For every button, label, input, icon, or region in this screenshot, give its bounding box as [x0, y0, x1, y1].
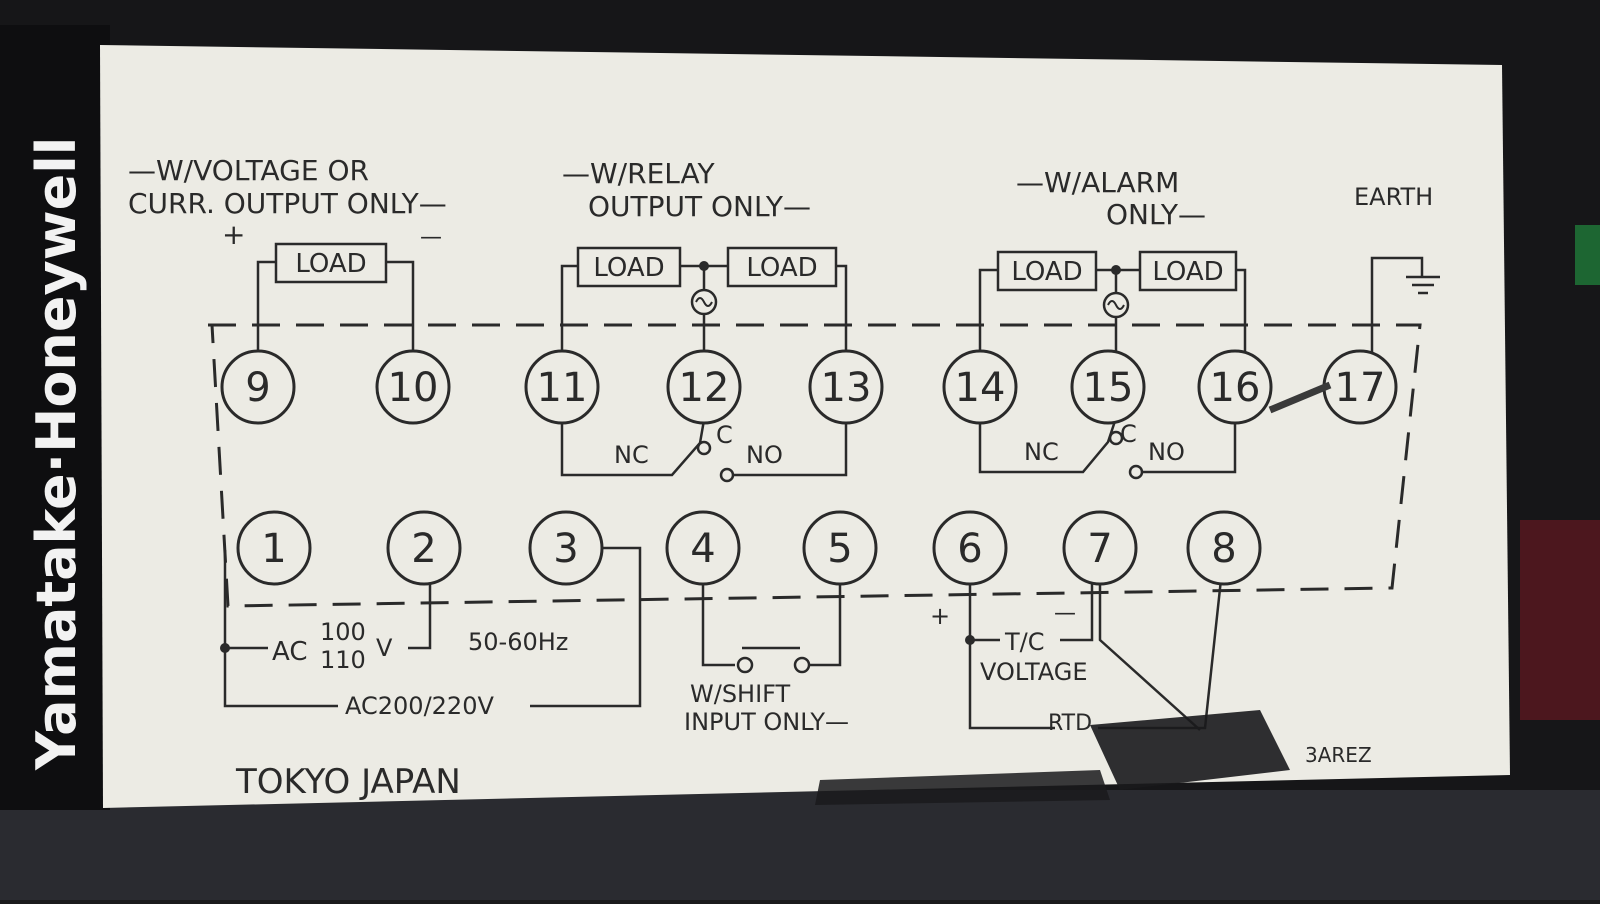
- terminal-7: 7: [1062, 510, 1138, 586]
- terminal-number: 6: [957, 526, 982, 572]
- terminal-4: 4: [665, 510, 741, 586]
- voltage-label: VOLTAGE: [980, 658, 1088, 686]
- terminal-8: 8: [1186, 510, 1262, 586]
- shift-input-line2: INPUT ONLY—: [684, 708, 849, 736]
- contact-points: [696, 430, 1144, 674]
- ac-110: 110: [320, 646, 366, 674]
- relay-c-label: C: [716, 421, 733, 449]
- voltage-output-title-line1: —W/VOLTAGE OR: [128, 154, 369, 187]
- terminal-1: 1: [236, 510, 312, 586]
- dashed-boundary: [208, 323, 1422, 608]
- terminal-number: 4: [690, 526, 715, 572]
- terminal-number: 5: [827, 526, 852, 572]
- alarm-no-label: NO: [1148, 438, 1185, 466]
- load-label: LOAD: [746, 253, 817, 283]
- plus-sign: +: [222, 218, 245, 251]
- terminal-15: 15: [1070, 349, 1146, 425]
- terminal-14: 14: [942, 349, 1018, 425]
- alarm-title-line1: —W/ALARM: [1016, 166, 1179, 199]
- green-glow: [1575, 225, 1600, 285]
- relay-nc-label: NC: [614, 441, 649, 469]
- terminals-top: 9 10 11 12 13 14 15 16 17: [220, 349, 1398, 425]
- terminal-16: 16: [1197, 349, 1273, 425]
- terminal-number: 17: [1335, 365, 1386, 411]
- terminal-12: 12: [666, 349, 742, 425]
- label-card: [100, 45, 1510, 808]
- alarm-c-label: C: [1120, 420, 1137, 448]
- terminal-11: 11: [524, 349, 600, 425]
- junction-dots: [220, 261, 1121, 653]
- terminal-2: 2: [386, 510, 462, 586]
- terminal-number: 1: [261, 526, 286, 572]
- terminal-3: 3: [528, 510, 604, 586]
- terminal-6: 6: [932, 510, 1008, 586]
- load-box-relay-no: LOAD: [726, 246, 838, 288]
- load-box-voltage: LOAD: [274, 242, 388, 284]
- load-label: LOAD: [593, 253, 664, 283]
- earth-label: EARTH: [1354, 183, 1433, 211]
- terminal-number: 2: [411, 526, 436, 572]
- terminal-number: 14: [955, 365, 1006, 411]
- scuff-mark: [1268, 381, 1332, 414]
- terminal-number: 7: [1087, 526, 1112, 572]
- sensor-minus: —: [1054, 601, 1076, 626]
- terminal-number: 10: [388, 365, 439, 411]
- relay-output-title-line2: OUTPUT ONLY—: [588, 190, 811, 223]
- terminal-17: 17: [1322, 349, 1398, 425]
- load-box-alarm-no: LOAD: [1138, 250, 1238, 292]
- terminal-number: 12: [679, 365, 730, 411]
- load-label: LOAD: [295, 249, 366, 279]
- minus-sign: —: [420, 225, 442, 250]
- tokyo-japan-label: TOKYO JAPAN: [235, 762, 461, 802]
- terminals-bottom: 1 2 3 4 5 6 7 8: [236, 510, 1262, 586]
- voltage-output-title-line2: CURR. OUTPUT ONLY—: [128, 187, 447, 220]
- rtd-label: RTD: [1048, 711, 1092, 736]
- earth-icon: [1406, 275, 1440, 295]
- fabric-surface: [0, 790, 1600, 900]
- partial-code-label: 3AREZ: [1305, 743, 1372, 767]
- ac-200-220-label: AC200/220V: [345, 692, 494, 720]
- terminal-number: 11: [537, 365, 588, 411]
- red-glow: [1520, 520, 1600, 720]
- terminal-9: 9: [220, 349, 296, 425]
- alarm-title-line2: ONLY—: [1106, 198, 1206, 231]
- tape-damage: [815, 710, 1290, 805]
- terminal-10: 10: [375, 349, 451, 425]
- terminal-number: 9: [245, 365, 270, 411]
- frequency-label: 50-60Hz: [468, 628, 568, 656]
- terminal-number: 16: [1210, 365, 1261, 411]
- load-boxes: LOAD LOAD LOAD LOAD LOAD: [274, 242, 1238, 292]
- relay-no-label: NO: [746, 441, 783, 469]
- ac-v: V: [376, 634, 393, 662]
- load-label: LOAD: [1152, 257, 1223, 287]
- terminal-number: 8: [1211, 526, 1236, 572]
- load-label: LOAD: [1011, 257, 1082, 287]
- load-box-relay-nc: LOAD: [576, 246, 682, 288]
- alarm-nc-label: NC: [1024, 438, 1059, 466]
- terminal-13: 13: [808, 349, 884, 425]
- ac-100: 100: [320, 618, 366, 646]
- terminal-number: 13: [821, 365, 872, 411]
- tc-label: T/C: [1004, 628, 1045, 656]
- sensor-plus: +: [930, 602, 950, 630]
- brand-strip: [0, 25, 110, 810]
- ac-prefix: AC: [272, 637, 307, 667]
- terminal-number: 15: [1083, 365, 1134, 411]
- brand-logo: Yamatake·Honeywell: [25, 137, 88, 771]
- terminal-5: 5: [802, 510, 878, 586]
- terminal-number: 3: [553, 526, 578, 572]
- relay-output-title-line1: —W/RELAY: [562, 157, 715, 190]
- shift-input-line1: W/SHIFT: [690, 680, 791, 708]
- load-box-alarm-nc: LOAD: [996, 250, 1098, 292]
